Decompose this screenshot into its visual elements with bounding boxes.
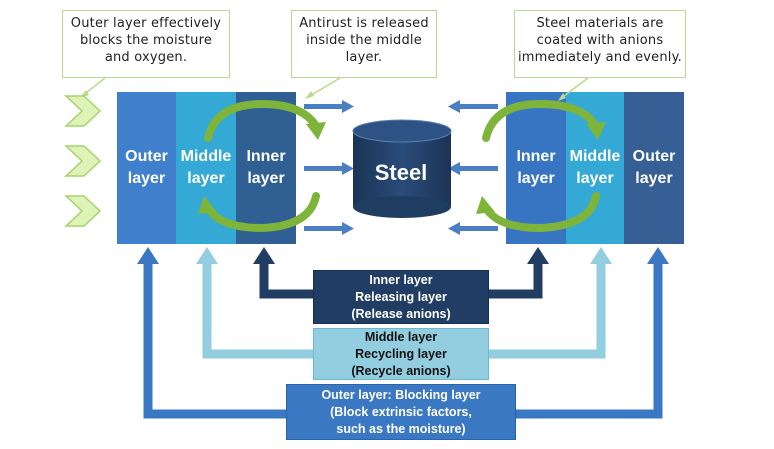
callout-line: Steel materials are xyxy=(536,16,664,31)
arrow-right-icon xyxy=(304,222,354,235)
steel-cylinder xyxy=(352,119,452,218)
callout-line: Outer layer effectively xyxy=(70,16,222,31)
arrow-left-icon xyxy=(448,162,498,175)
callout-line: and oxygen. xyxy=(104,50,188,65)
chevron-icon xyxy=(64,195,102,227)
right-outer-layer: Outer layer xyxy=(624,92,684,244)
left-outer-layer: Outer layer xyxy=(117,92,176,244)
callout-line: blocks the moisture xyxy=(79,33,213,48)
callout-line: Antirust is released xyxy=(299,16,429,31)
box-line: (Block extrinsic factors, xyxy=(330,405,472,419)
callout-antirust: Antirust is released inside the middle l… xyxy=(291,10,437,78)
callout-line: immediately and evenly. xyxy=(517,50,682,65)
arrow-left-icon xyxy=(448,222,498,235)
callout-pointer-right xyxy=(558,77,589,101)
callout-line: inside the middle xyxy=(306,33,422,48)
layer-label: Outer xyxy=(632,148,676,165)
chevron-icon xyxy=(64,145,102,177)
chevron-icon xyxy=(64,95,102,127)
outer-layer-box: Outer layer: Blocking layer (Block extri… xyxy=(286,384,516,440)
box-line: Middle layer xyxy=(364,330,438,344)
arrow-right-icon xyxy=(304,162,354,175)
callout-line: layer. xyxy=(345,50,383,65)
cycle-arrow-icon xyxy=(198,99,326,233)
callout-outer-layer: Outer layer effectively blocks the moist… xyxy=(62,10,230,78)
layer-label: layer xyxy=(127,170,166,187)
inner-layer-box: Inner layer Releasing layer (Release ani… xyxy=(313,270,489,324)
left-inner-layer: Inner layer xyxy=(236,92,296,244)
layer-label: layer xyxy=(187,170,225,187)
box-line: Outer layer: Blocking layer xyxy=(321,388,481,402)
layer-label: Outer xyxy=(125,148,168,165)
layer-label: Middle xyxy=(180,148,232,165)
layer-label: layer xyxy=(576,170,614,187)
right-inner-layer: Inner layer xyxy=(506,92,566,244)
layer-label: Inner xyxy=(246,148,286,165)
steel-label: Steel xyxy=(374,160,428,185)
box-line: (Recycle anions) xyxy=(351,364,451,378)
middle-layer-box: Middle layer Recycling layer (Recycle an… xyxy=(313,328,489,380)
box-line: such as the moisture) xyxy=(336,422,466,436)
layer-label: layer xyxy=(247,170,285,187)
box-line: (Release anions) xyxy=(351,307,451,321)
cycle-arrow-icon xyxy=(476,99,606,233)
callout-pointer-left xyxy=(80,77,106,98)
callout-pointer-middle xyxy=(305,77,341,99)
arrow-left-icon xyxy=(448,100,498,113)
box-line: Inner layer xyxy=(369,273,433,287)
callout-line: coated with anions xyxy=(536,33,664,48)
box-line: Releasing layer xyxy=(355,290,447,304)
box-line: Recycling layer xyxy=(355,347,447,361)
callout-anions: Steel materials are coated with anions i… xyxy=(514,10,686,78)
layer-label: Middle xyxy=(569,148,621,165)
layer-label: layer xyxy=(517,170,555,187)
layer-label: Inner xyxy=(516,148,556,165)
arrow-right-icon xyxy=(304,100,354,113)
layer-label: layer xyxy=(635,170,673,187)
